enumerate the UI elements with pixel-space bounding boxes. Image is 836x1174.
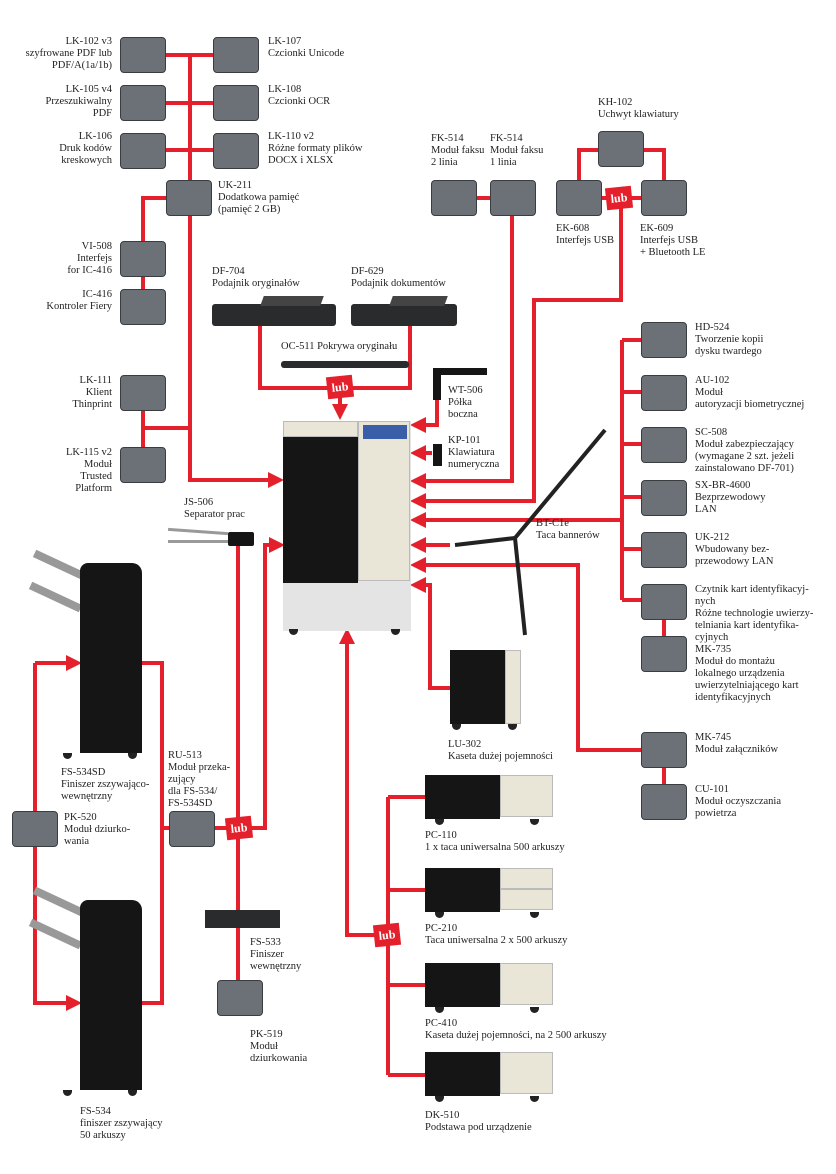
mk735-box[interactable] (641, 636, 687, 672)
uk211-box[interactable] (166, 180, 212, 216)
fs534-drawing[interactable] (28, 886, 142, 1100)
lk106-box[interactable] (120, 133, 166, 169)
lk105-box[interactable] (120, 85, 166, 121)
lk108-box[interactable] (213, 85, 259, 121)
or-badge: lub (372, 922, 402, 948)
df629-drawing[interactable] (351, 296, 457, 328)
cu101-box[interactable] (641, 784, 687, 820)
df704-drawing[interactable] (212, 296, 336, 328)
fs534sd-drawing[interactable] (28, 549, 142, 763)
lk107-box[interactable] (213, 37, 259, 73)
dk510-drawing[interactable] (425, 1052, 553, 1104)
mk745-box[interactable] (641, 732, 687, 768)
lk110-box[interactable] (213, 133, 259, 169)
lk111-box[interactable] (120, 375, 166, 411)
ru513-box[interactable] (169, 811, 215, 847)
banner-tray-drawing (454, 428, 607, 636)
or-badge: lub (604, 185, 634, 211)
pc410-drawing[interactable] (425, 963, 553, 1015)
lk115-box[interactable] (120, 447, 166, 483)
wt506-drawing[interactable] (433, 368, 488, 404)
ek608-box[interactable] (556, 180, 602, 216)
fk514-2-box[interactable] (431, 180, 477, 216)
id-card-reader-box[interactable] (641, 584, 687, 620)
au102-box[interactable] (641, 375, 687, 411)
or-badge: lub (224, 815, 254, 841)
sxbr4600-box[interactable] (641, 480, 687, 516)
sc508-box[interactable] (641, 427, 687, 463)
or-badge: lub (325, 374, 355, 400)
uk212-box[interactable] (641, 532, 687, 568)
pc110-drawing[interactable] (425, 775, 553, 827)
kh102-box[interactable] (598, 131, 644, 167)
fk514-1-box[interactable] (490, 180, 536, 216)
main-mfp-drawing[interactable] (283, 421, 411, 635)
hd524-box[interactable] (641, 322, 687, 358)
lu302-drawing[interactable] (450, 650, 521, 730)
pk520-box[interactable] (12, 811, 58, 847)
lk102-box[interactable] (120, 37, 166, 73)
vi508-box[interactable] (120, 241, 166, 277)
js506-drawing[interactable] (167, 527, 256, 548)
ic416-box[interactable] (120, 289, 166, 325)
oc511-label: OC-511 Pokrywa oryginału (281, 341, 398, 352)
ek609-box[interactable] (641, 180, 687, 216)
oc511-drawing[interactable] (281, 361, 409, 368)
fs533-drawing[interactable] (205, 910, 280, 928)
pc210-drawing[interactable] (425, 868, 553, 920)
kp101-drawing[interactable] (433, 444, 442, 466)
pk519-box[interactable] (217, 980, 263, 1016)
